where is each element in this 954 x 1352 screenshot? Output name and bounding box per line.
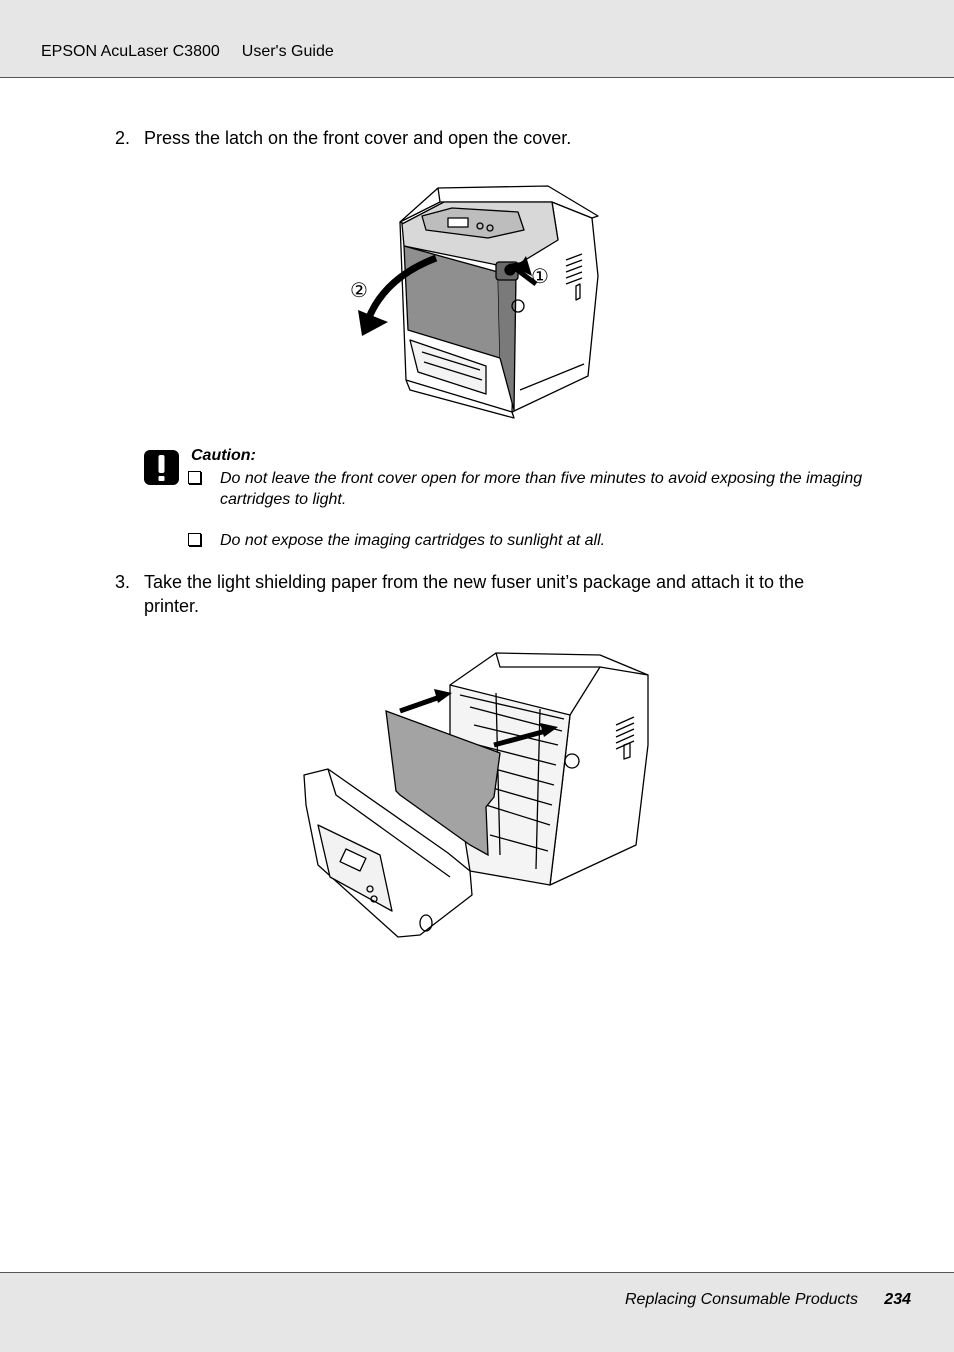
printer-open-cover-illustration bbox=[358, 185, 599, 419]
checkbox-bullet-icon bbox=[188, 533, 201, 546]
caution-title: Caution: bbox=[191, 447, 256, 464]
callout-1: ① bbox=[531, 266, 549, 288]
page-footer: Replacing Consumable Products 234 bbox=[0, 1272, 954, 1352]
step-number: 2. bbox=[115, 128, 131, 148]
caution-item-text: Do not leave the front cover open for mo… bbox=[220, 470, 863, 508]
step-number: 3. bbox=[115, 572, 131, 592]
header-guide: User's Guide bbox=[241, 43, 334, 60]
page-header: EPSON AcuLaser C3800 User's Guide bbox=[0, 0, 954, 78]
light-shielding-paper-illustration bbox=[303, 652, 649, 938]
caution-exclamation-icon bbox=[143, 449, 180, 486]
header-product: EPSON AcuLaser C3800 bbox=[41, 43, 220, 60]
step-text: Press the latch on the front cover and o… bbox=[144, 128, 572, 148]
step-text: Take the light shielding paper from the … bbox=[144, 572, 805, 616]
header-title: EPSON AcuLaser C3800 User's Guide bbox=[41, 43, 334, 61]
footer-section-title: Replacing Consumable Products bbox=[624, 1291, 858, 1308]
caution-item-text: Do not expose the imaging cartridges to … bbox=[220, 532, 606, 549]
callout-2: ② bbox=[350, 280, 368, 302]
page-number: 234 bbox=[884, 1291, 911, 1308]
checkbox-bullet-icon bbox=[188, 471, 201, 484]
